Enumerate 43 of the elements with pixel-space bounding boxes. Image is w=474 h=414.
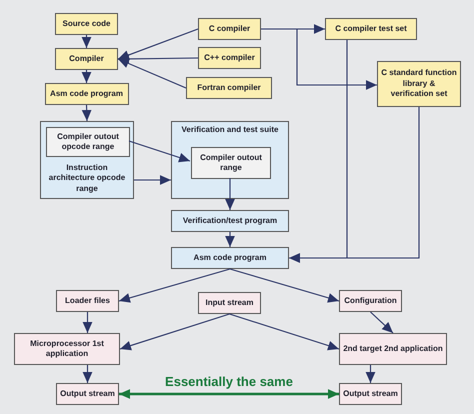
process-box: Asm code program	[171, 247, 289, 269]
arrow	[82, 35, 92, 48]
group-box	[171, 121, 289, 199]
process-box: Fortran compiler	[186, 77, 272, 99]
arrow	[118, 268, 230, 303]
group-heading: Verification and test suite	[180, 125, 280, 136]
process-box: C compiler	[198, 18, 261, 40]
process-box: Loader files	[56, 290, 119, 312]
arrow	[366, 365, 376, 383]
process-box: Compiler outout range	[191, 147, 271, 179]
arrow	[225, 178, 235, 210]
double-arrow	[119, 389, 339, 399]
arrow	[289, 107, 420, 263]
arrow	[128, 140, 190, 162]
process-box: Compiler	[55, 48, 118, 70]
arrow	[118, 58, 186, 88]
process-box: Input stream	[198, 292, 261, 314]
process-box: Source code	[55, 13, 118, 35]
group-heading: Instruction architecture opcode range	[48, 162, 126, 195]
process-box: Verification/test program	[171, 210, 289, 232]
arrow	[82, 104, 92, 122]
arrow	[225, 232, 235, 247]
group-box	[40, 121, 134, 199]
arrow	[134, 175, 171, 185]
process-box: 2nd target 2nd application	[339, 333, 447, 365]
process-box: C standard function library & verification set	[377, 61, 461, 107]
arrow	[120, 313, 230, 350]
arrow	[82, 365, 92, 383]
process-box: C++ compiler	[198, 47, 261, 69]
process-box: Microprocessor 1st application	[14, 333, 120, 365]
process-box: Output stream	[339, 383, 402, 405]
process-box: C compiler test set	[325, 18, 417, 40]
arrow	[82, 312, 92, 333]
arrow	[261, 28, 377, 90]
process-box: Asm code program	[44, 83, 128, 105]
arrow	[82, 70, 92, 83]
process-box: Configuration	[339, 290, 402, 312]
arrow	[118, 28, 198, 60]
process-box: Output stream	[56, 383, 119, 405]
process-box: Compiler outout opcode range	[46, 127, 130, 157]
arrow	[370, 312, 394, 334]
arrow	[230, 268, 340, 303]
arrow	[229, 313, 340, 350]
